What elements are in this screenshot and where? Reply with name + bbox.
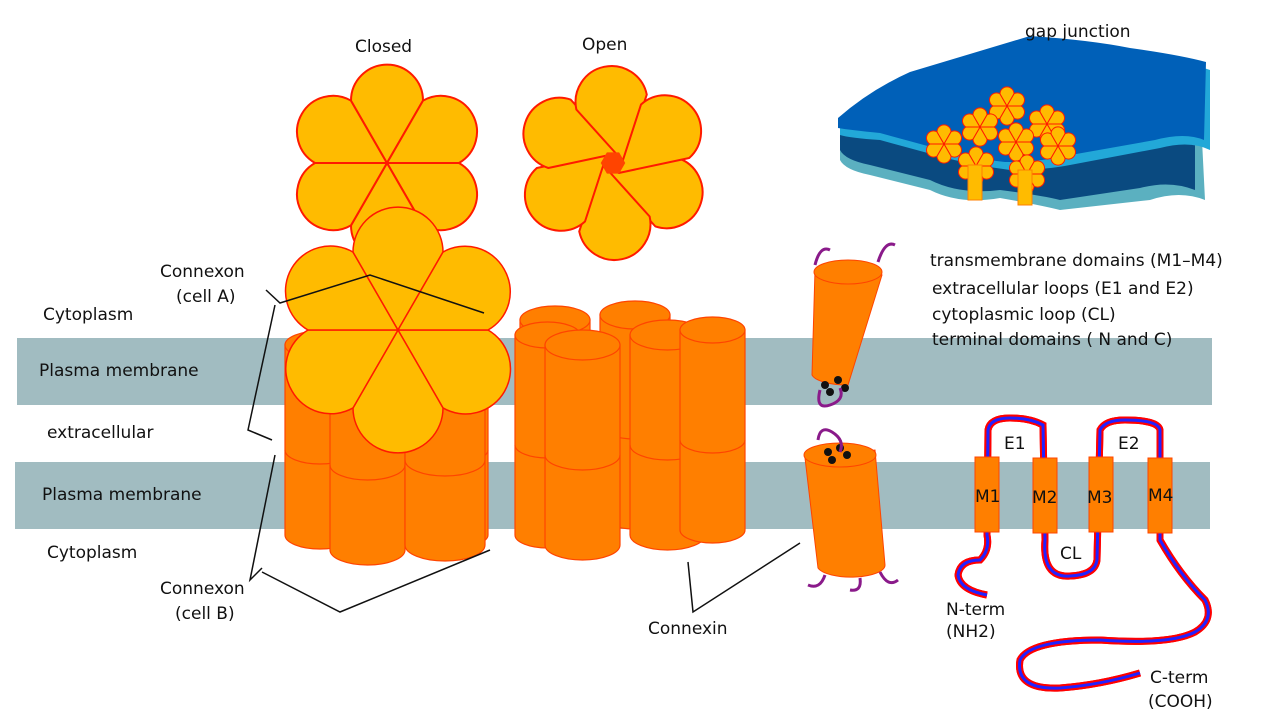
petal [296, 94, 388, 164]
petal [397, 245, 512, 331]
single-connexin-top [811, 242, 896, 408]
petal [296, 162, 388, 232]
label-cytoplasm-top: Cytoplasm [43, 305, 133, 325]
gap-junction-membrane-illustration [838, 36, 1210, 210]
petal [972, 126, 988, 147]
petal [936, 143, 952, 164]
single-connexin-bottom [803, 428, 899, 592]
petal [1006, 105, 1025, 120]
petal [1019, 154, 1035, 175]
label-connexin: Connexin [648, 619, 728, 639]
open-connexon-3d [514, 300, 746, 561]
label-nterm: N-term [946, 600, 1005, 620]
petal [617, 94, 703, 174]
label-m2: M2 [1032, 488, 1057, 508]
label-open: Open [582, 35, 627, 55]
petal [350, 63, 424, 164]
label-cell-a: (cell A) [176, 287, 236, 307]
petal [998, 141, 1017, 156]
m1-domain [974, 456, 1000, 533]
petal [606, 157, 704, 230]
petal [1057, 145, 1076, 160]
petal [999, 86, 1015, 107]
petal [523, 152, 609, 232]
petal [1057, 132, 1076, 147]
petal [943, 143, 962, 158]
label-plasma-membrane-bottom: Plasma membrane [42, 485, 202, 505]
petal [979, 113, 998, 128]
label-plasma-membrane-top: Plasma membrane [39, 361, 199, 381]
label-extracellular: extracellular [47, 423, 153, 443]
petal [926, 143, 945, 158]
petal [1015, 128, 1034, 143]
legend-item: terminal domains ( N and C) [932, 330, 1172, 350]
petal [962, 113, 981, 128]
petal [936, 124, 952, 145]
label-cooh: (COOH) [1148, 692, 1213, 712]
petal [1040, 145, 1059, 160]
petal [1050, 126, 1066, 147]
label-cl: CL [1060, 544, 1082, 564]
leader-lines [247, 274, 801, 614]
label-nh2: (NH2) [946, 622, 996, 642]
legend-item: extracellular loops (E1 and E2) [932, 279, 1194, 299]
label-cytoplasm-bottom: Cytoplasm [47, 543, 137, 563]
petal [958, 152, 977, 167]
m4-domain [1147, 457, 1173, 534]
petal [979, 126, 998, 141]
petal [284, 329, 399, 415]
petal [999, 105, 1015, 126]
petal [1015, 141, 1034, 156]
connexin-topology-chain [954, 414, 1208, 688]
petal [284, 245, 399, 331]
petal [962, 126, 981, 141]
m3-domain [1088, 456, 1114, 533]
petal [926, 130, 945, 145]
open-pore [600, 152, 626, 174]
petal [1046, 110, 1065, 125]
legend-item: cytoplasmic loop (CL) [932, 305, 1116, 325]
label-connexon-b: Connexon [160, 579, 245, 599]
label-cell-b: (cell B) [175, 604, 235, 624]
label-e1: E1 [1004, 434, 1026, 454]
closed-connexon-3d [284, 206, 512, 566]
label-cterm: C-term [1150, 668, 1208, 688]
open-hemichannel-top-view [522, 65, 704, 261]
petal [522, 96, 620, 169]
label-gap-junction: gap junction [1025, 22, 1131, 42]
petal [1029, 110, 1048, 125]
petal [998, 128, 1017, 143]
label-closed: Closed [355, 37, 412, 57]
petal [352, 329, 444, 454]
petal [975, 152, 994, 167]
petal [1008, 122, 1024, 143]
petal [989, 92, 1008, 107]
petal [397, 329, 512, 415]
label-m3: M3 [1087, 488, 1112, 508]
label-e2: E2 [1118, 434, 1140, 454]
petal [1006, 92, 1025, 107]
petal [1040, 132, 1059, 147]
petal [972, 107, 988, 128]
petal [943, 130, 962, 145]
label-m4: M4 [1148, 486, 1173, 506]
label-connexon-a: Connexon [160, 262, 245, 282]
m2-domain [1032, 457, 1058, 534]
petal [1039, 104, 1055, 125]
legend-item: transmembrane domains (M1–M4) [930, 251, 1223, 271]
label-m1: M1 [975, 487, 1000, 507]
petal [1050, 145, 1066, 166]
petal [386, 94, 478, 164]
petal [352, 206, 444, 331]
petal [968, 146, 984, 167]
